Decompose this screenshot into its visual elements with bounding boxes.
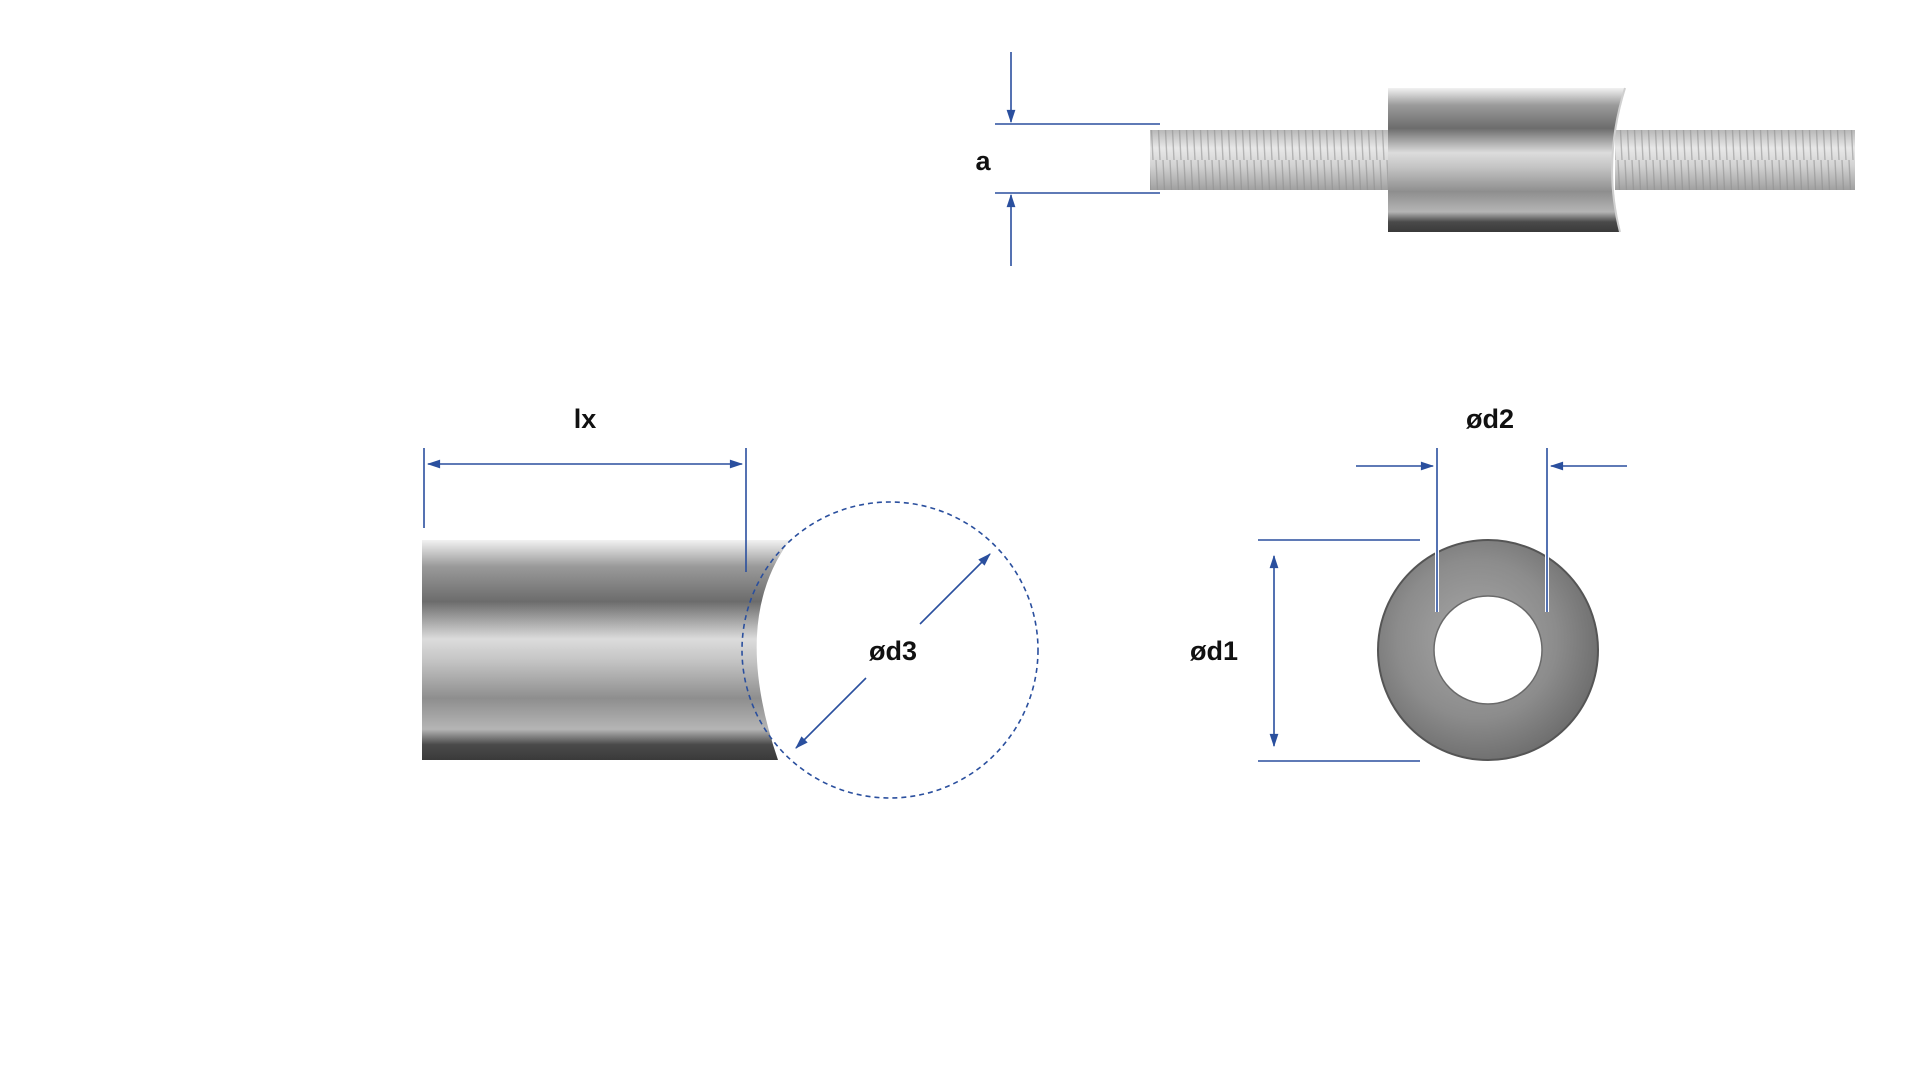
label-a: a	[975, 146, 991, 176]
thread-left-texture	[1150, 130, 1395, 190]
spacer-concave-end	[1611, 87, 1626, 233]
label-d2: ød2	[1466, 404, 1514, 434]
dimension-d1: ød1	[1190, 539, 1420, 762]
dimension-a: a	[975, 52, 1160, 266]
label-lx: lx	[574, 404, 597, 434]
dimension-lx: lx	[423, 404, 747, 572]
washer-end-view	[1377, 539, 1599, 761]
spacer-side-body	[422, 540, 790, 760]
washer-hole	[1433, 595, 1543, 705]
label-d3: ød3	[869, 636, 917, 666]
dimension-d2: ød2	[1356, 404, 1627, 612]
tube-diameter-circle	[741, 501, 1039, 799]
label-d1: ød1	[1190, 636, 1238, 666]
threaded-spacer-view	[1150, 87, 1855, 233]
thread-right-texture	[1615, 130, 1855, 190]
spacer-side-view	[422, 540, 790, 760]
dimension-d3: ød3	[741, 501, 1039, 799]
spacer-body	[1388, 88, 1625, 232]
